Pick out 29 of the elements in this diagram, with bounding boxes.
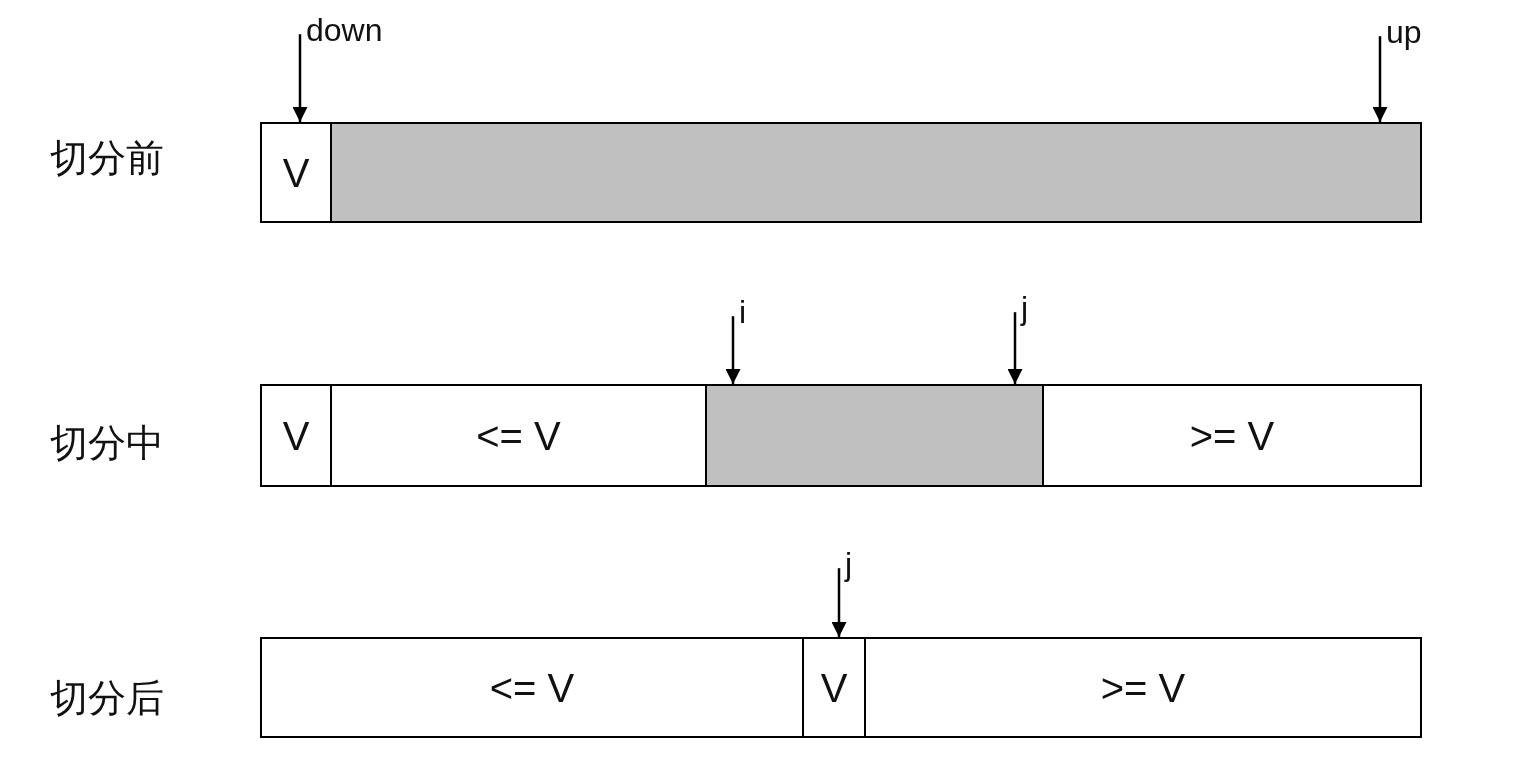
row-label: 切分后 xyxy=(50,677,164,721)
pointer-label: down xyxy=(306,12,383,49)
shaded-cell xyxy=(705,384,1044,487)
cell-value: V xyxy=(282,412,310,459)
shaded-cell xyxy=(330,122,1422,223)
array-cell xyxy=(260,637,804,738)
array-cell xyxy=(864,637,1422,738)
row-label: 切分中 xyxy=(50,422,164,466)
pointer-label: j xyxy=(845,546,853,583)
pointer-label: i xyxy=(739,294,747,331)
array-cell xyxy=(330,384,707,487)
row-label: 切分前 xyxy=(50,137,164,181)
pointer-arrow xyxy=(1372,36,1388,122)
pointer-label: j xyxy=(1021,290,1029,327)
cell-value: V xyxy=(282,149,310,196)
cell-value: >= V xyxy=(1189,412,1275,459)
pointer-arrow xyxy=(292,34,308,122)
array-cell xyxy=(1042,384,1422,487)
cell-value: <= V xyxy=(476,412,561,459)
pointer-label: up xyxy=(1386,14,1422,51)
cell-value: V xyxy=(820,664,848,711)
pointer-arrow xyxy=(831,568,847,637)
cell-value: >= V xyxy=(1100,664,1186,711)
pointer-arrow xyxy=(725,316,741,384)
pointer-arrow xyxy=(1007,312,1023,384)
array-cell xyxy=(260,384,332,487)
array-cell xyxy=(802,637,866,738)
cell-value: <= V xyxy=(489,664,575,711)
array-cell xyxy=(260,122,332,223)
